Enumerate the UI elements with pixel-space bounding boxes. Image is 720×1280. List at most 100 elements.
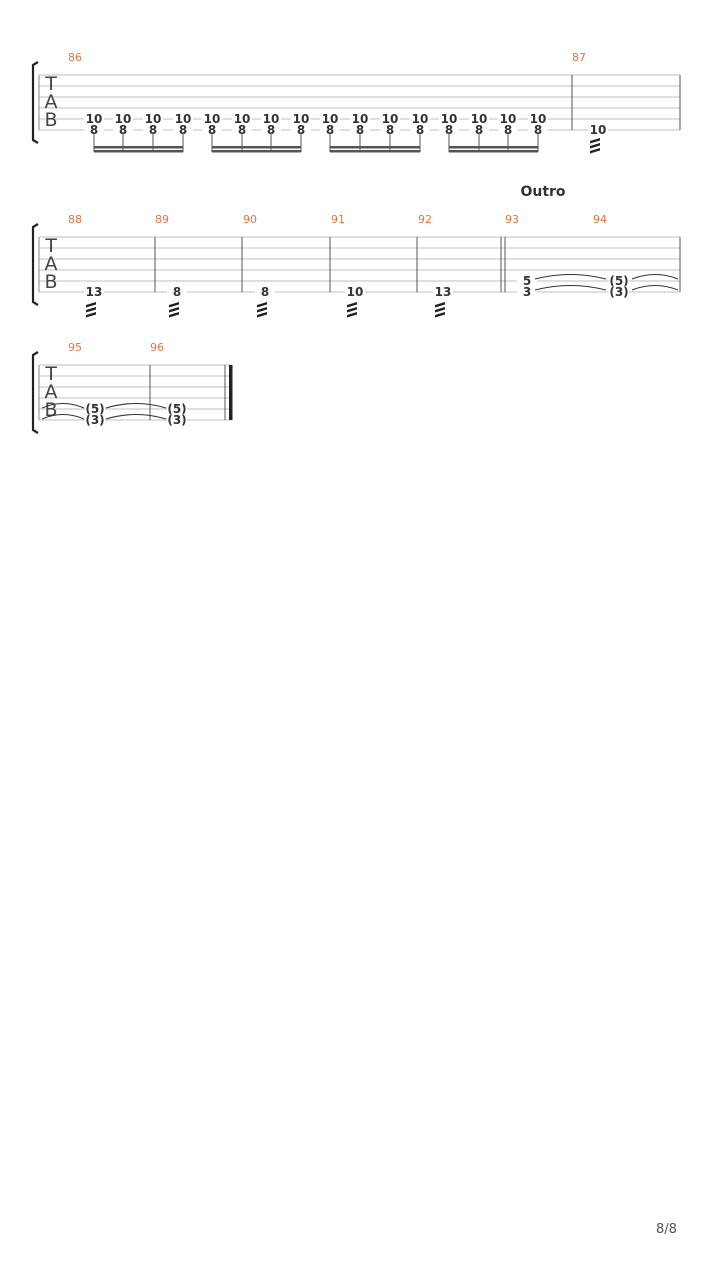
tremolo-stroke bbox=[590, 138, 600, 144]
fret-mask bbox=[609, 286, 629, 297]
fret-mask bbox=[167, 414, 187, 425]
tremolo-stroke bbox=[86, 302, 96, 308]
measure-number: 89 bbox=[155, 213, 169, 226]
fret-number: (3) bbox=[85, 413, 104, 427]
final-barline-thick bbox=[229, 365, 233, 420]
fret-mask bbox=[410, 113, 430, 124]
fret-number: 10 bbox=[234, 112, 251, 126]
tremolo-stroke bbox=[435, 302, 445, 308]
fret-number: 10 bbox=[293, 112, 310, 126]
tremolo-stroke bbox=[347, 307, 357, 313]
fret-number: 8 bbox=[90, 123, 98, 137]
tremolo-stroke bbox=[169, 312, 179, 318]
tab-clef-letter: T bbox=[44, 235, 57, 257]
fret-number: 8 bbox=[504, 123, 512, 137]
tab-clef-letter: B bbox=[44, 271, 57, 293]
fret-mask bbox=[380, 124, 400, 135]
system-bracket bbox=[31, 61, 39, 144]
tab-clef-letter: T bbox=[44, 363, 57, 385]
tremolo-mark bbox=[435, 302, 445, 318]
tab-clef-letter: T bbox=[44, 73, 57, 95]
tremolo-mark bbox=[169, 302, 179, 318]
measure-number: 94 bbox=[593, 213, 607, 226]
fret-number: 10 bbox=[175, 112, 192, 126]
beam bbox=[94, 146, 183, 149]
fret-mask bbox=[609, 275, 629, 286]
fret-number: 8 bbox=[297, 123, 305, 137]
fret-mask bbox=[143, 124, 163, 135]
beam bbox=[449, 150, 538, 153]
fret-number: 10 bbox=[530, 112, 547, 126]
tab-clef-letter: A bbox=[45, 381, 58, 403]
fret-number: 8 bbox=[179, 123, 187, 137]
beam bbox=[94, 150, 183, 153]
beam bbox=[330, 150, 420, 153]
tie-arc bbox=[534, 285, 607, 291]
fret-mask bbox=[528, 124, 548, 135]
fret-number: 10 bbox=[412, 112, 429, 126]
fret-number: 10 bbox=[352, 112, 369, 126]
measure-number: 90 bbox=[243, 213, 257, 226]
fret-mask bbox=[410, 124, 430, 135]
fret-mask bbox=[113, 124, 133, 135]
tremolo-stroke bbox=[257, 302, 267, 308]
fret-mask bbox=[261, 124, 281, 135]
fret-mask bbox=[85, 414, 105, 425]
fret-mask bbox=[84, 286, 104, 297]
tremolo-mark bbox=[347, 302, 357, 318]
fret-number: 10 bbox=[322, 112, 339, 126]
fret-number: 10 bbox=[441, 112, 458, 126]
fret-mask bbox=[517, 275, 537, 286]
fret-mask bbox=[113, 113, 133, 124]
fret-number: 10 bbox=[347, 285, 364, 299]
fret-mask bbox=[345, 286, 365, 297]
fret-number: (5) bbox=[167, 402, 186, 416]
fret-number: 8 bbox=[149, 123, 157, 137]
fret-mask bbox=[439, 124, 459, 135]
fret-number: (3) bbox=[609, 285, 628, 299]
fret-mask bbox=[380, 113, 400, 124]
fret-mask bbox=[469, 124, 489, 135]
tie-arc bbox=[631, 284, 679, 291]
tab-clef-letter: A bbox=[45, 91, 58, 113]
system-bracket bbox=[31, 223, 39, 306]
tremolo-stroke bbox=[590, 148, 600, 154]
measure-number: 86 bbox=[68, 51, 82, 64]
tremolo-stroke bbox=[347, 312, 357, 318]
measure-number: 88 bbox=[68, 213, 82, 226]
beam bbox=[330, 146, 420, 149]
fret-number: (3) bbox=[167, 413, 186, 427]
fret-number: 10 bbox=[263, 112, 280, 126]
fret-mask bbox=[439, 113, 459, 124]
fret-mask bbox=[433, 286, 453, 297]
fret-number: 8 bbox=[416, 123, 424, 137]
tremolo-mark bbox=[590, 138, 600, 154]
fret-mask bbox=[320, 113, 340, 124]
fret-mask bbox=[84, 124, 104, 135]
tab-clef-letter: A bbox=[45, 253, 58, 275]
fret-number: 10 bbox=[382, 112, 399, 126]
tie-arc bbox=[105, 413, 167, 420]
fret-mask bbox=[528, 113, 548, 124]
measure-number: 96 bbox=[150, 341, 164, 354]
tie-arc bbox=[41, 413, 85, 420]
tremolo-stroke bbox=[435, 312, 445, 318]
fret-mask bbox=[517, 286, 537, 297]
beam bbox=[212, 150, 301, 153]
fret-number: 8 bbox=[173, 285, 181, 299]
tab-clef-letter: B bbox=[44, 109, 57, 131]
fret-number: 5 bbox=[523, 274, 531, 288]
tremolo-stroke bbox=[435, 307, 445, 313]
fret-number: 8 bbox=[208, 123, 216, 137]
measure-number: 92 bbox=[418, 213, 432, 226]
fret-number: 3 bbox=[523, 285, 531, 299]
fret-number: 10 bbox=[500, 112, 517, 126]
fret-number: 8 bbox=[445, 123, 453, 137]
fret-mask bbox=[167, 286, 187, 297]
fret-number: 8 bbox=[267, 123, 275, 137]
fret-number: 13 bbox=[435, 285, 452, 299]
tie-arc bbox=[631, 273, 679, 280]
tremolo-stroke bbox=[590, 143, 600, 149]
fret-number: 10 bbox=[115, 112, 132, 126]
